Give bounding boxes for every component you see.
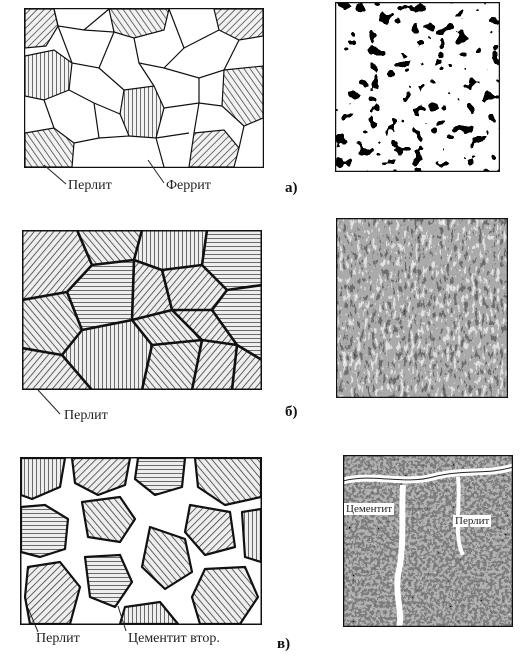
panel-letter-a: а): [285, 180, 298, 197]
leader-lines-a: [0, 0, 300, 200]
micro-label-cementite: Цементит: [344, 503, 394, 515]
row-b-micrograph: [336, 218, 508, 398]
leader-lines-c: [0, 600, 200, 640]
micro-label-pearlite: Перлит: [453, 515, 491, 527]
row-c-micrograph: [343, 455, 513, 627]
panel-letter-b: б): [285, 404, 298, 421]
row-a-micrograph: [335, 2, 500, 172]
leader-line-b: [0, 380, 120, 430]
row-b-schematic: [22, 230, 262, 390]
panel-letter-c: в): [277, 636, 290, 653]
